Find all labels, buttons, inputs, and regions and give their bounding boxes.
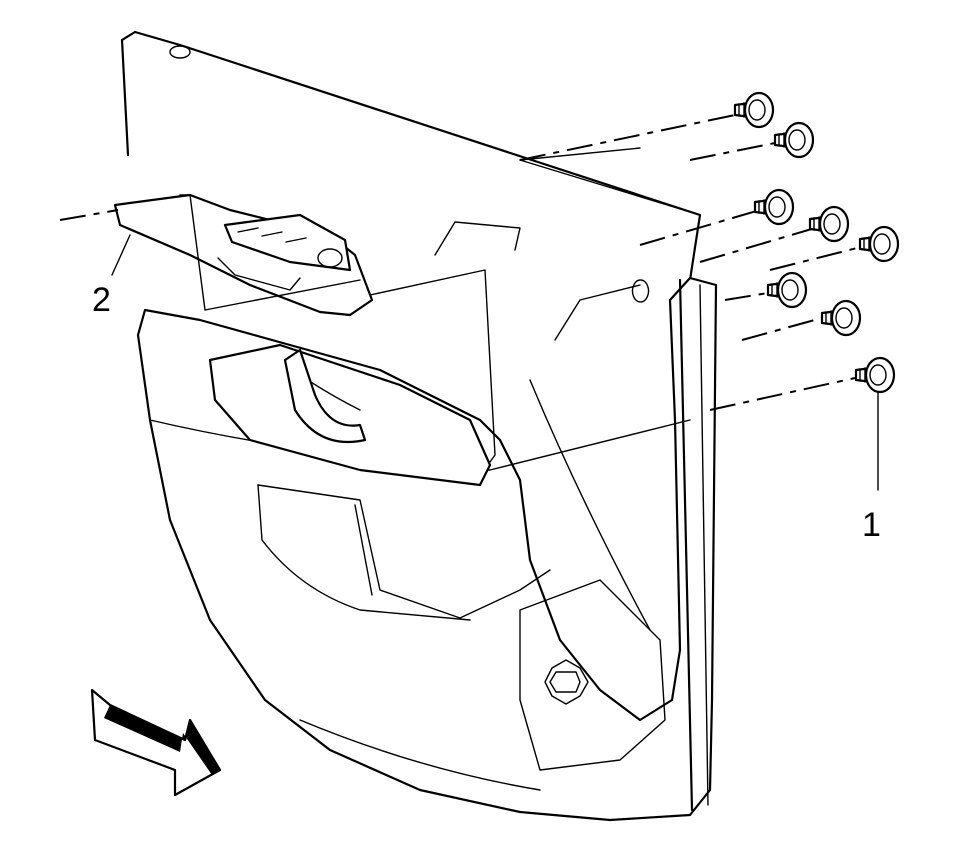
push-pin-retainer-icon [854,356,896,394]
door-frame [120,30,702,303]
push-pin-retainer-icon [766,271,808,309]
brand-emblem-icon [544,659,589,705]
callout-leaders [111,234,879,491]
push-pin-retainer-icon [753,188,795,226]
front-of-vehicle-arrow-icon [90,688,222,797]
push-pin-retainer-icon [820,299,862,337]
push-pin-retainer-icon [733,91,900,394]
push-pin-retainer-icon [858,225,900,263]
callout-1: 1 [862,506,881,544]
fastener-leader-lines [519,114,866,411]
door-trim-panel [136,276,718,822]
push-pin-retainer-icon [773,121,815,159]
mounting-bracket-outline [369,269,496,463]
push-pin-retainer-icon [733,91,775,129]
push-pin-retainer-icon [808,205,850,243]
window-switch-bezel [59,193,374,317]
callout-2: 2 [92,281,111,319]
